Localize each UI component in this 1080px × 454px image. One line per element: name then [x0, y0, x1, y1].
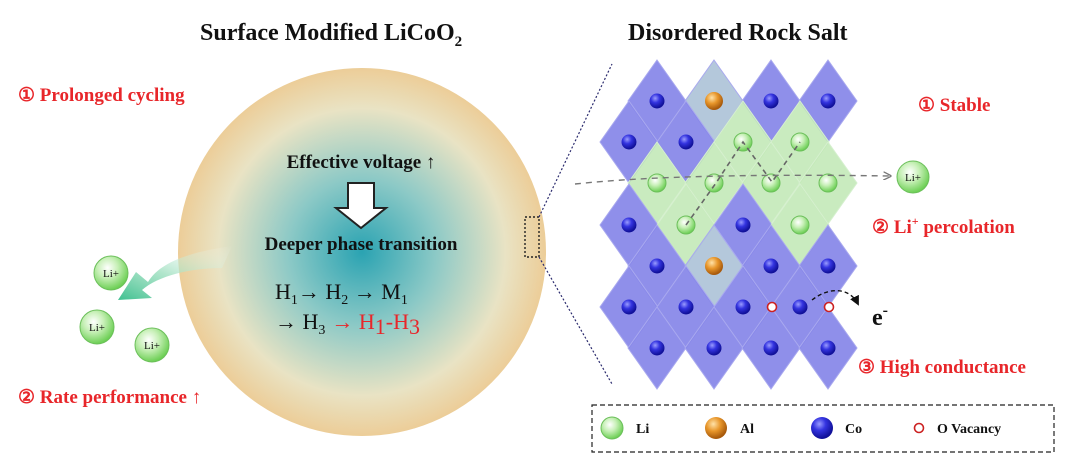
li-extraction-arrow	[118, 246, 232, 300]
atom-co	[792, 299, 808, 315]
atom-li	[790, 215, 810, 235]
phase-equation-row2: → H3→ H1-H3	[275, 309, 420, 339]
licoo2-particle	[178, 68, 546, 436]
svg-text:Li+: Li+	[905, 172, 921, 184]
o-vacancy-1	[766, 301, 778, 313]
atom-co	[820, 258, 836, 274]
legend-item-al: Al	[705, 417, 754, 439]
zoom-line-top	[538, 63, 613, 218]
o-vacancy-2	[823, 301, 835, 313]
atom-al	[705, 257, 723, 275]
svg-text:Co: Co	[845, 422, 862, 437]
deeper-phase-transition-label: Deeper phase transition	[265, 234, 458, 255]
point-high-conductance: ③ High conductance	[858, 357, 1026, 378]
atom-li	[647, 173, 667, 193]
phase-equation-row1: H1→ H2 → M1	[275, 279, 408, 308]
svg-text:Li+: Li+	[89, 322, 105, 334]
zoom-region-box	[524, 216, 540, 258]
svg-text:Li+: Li+	[144, 340, 160, 352]
down-arrow-icon	[333, 182, 389, 230]
li-percolation-path	[685, 140, 801, 226]
point-prolonged-cycling: ① Prolonged cycling	[18, 85, 185, 106]
point-li-percolation: ② Li+ percolation	[872, 214, 1015, 238]
svg-text:Al: Al	[740, 422, 754, 437]
atom-co	[820, 93, 836, 109]
atom-co	[735, 217, 751, 233]
li-diffusion-arrow	[574, 175, 890, 185]
atom-co	[735, 299, 751, 315]
atom-co	[649, 93, 665, 109]
electron-label: e-	[872, 302, 888, 331]
svg-text:Li+: Li+	[103, 268, 119, 280]
li-ion-1: Li+	[93, 255, 129, 291]
li-ion-out: Li+	[896, 160, 930, 194]
point-stable: ① Stable	[918, 95, 990, 116]
atom-co	[649, 340, 665, 356]
atom-co	[678, 134, 694, 150]
atom-co	[621, 134, 637, 150]
lattice-atoms	[621, 92, 838, 356]
atom-li	[761, 173, 781, 193]
svg-text:Li: Li	[636, 422, 649, 437]
li-ion-3: Li+	[134, 327, 170, 363]
atom-al	[705, 92, 723, 110]
li-ion-2: Li+	[79, 309, 115, 345]
svg-text:O Vacancy: O Vacancy	[937, 422, 1001, 437]
atom-co	[763, 93, 779, 109]
atom-co	[621, 217, 637, 233]
atom-co	[621, 299, 637, 315]
atom-co	[820, 340, 836, 356]
electron-arrow	[811, 290, 859, 306]
effective-voltage-label: Effective voltage ↑	[287, 152, 436, 173]
atom-co	[649, 258, 665, 274]
legend-item-o-vacancy: O Vacancy	[913, 422, 1001, 437]
left-title: Surface Modified LiCoO2	[200, 20, 462, 50]
legend-item-li: Li	[600, 416, 649, 440]
zoom-line-bottom	[538, 256, 613, 385]
atom-co	[678, 299, 694, 315]
right-title: Disordered Rock Salt	[628, 20, 848, 46]
atom-co	[763, 340, 779, 356]
atom-co	[706, 340, 722, 356]
rock-salt-lattice	[599, 59, 858, 390]
atom-co	[763, 258, 779, 274]
atom-li	[818, 173, 838, 193]
legend-item-co: Co	[811, 417, 862, 439]
point-rate-performance: ② Rate performance ↑	[18, 387, 201, 408]
